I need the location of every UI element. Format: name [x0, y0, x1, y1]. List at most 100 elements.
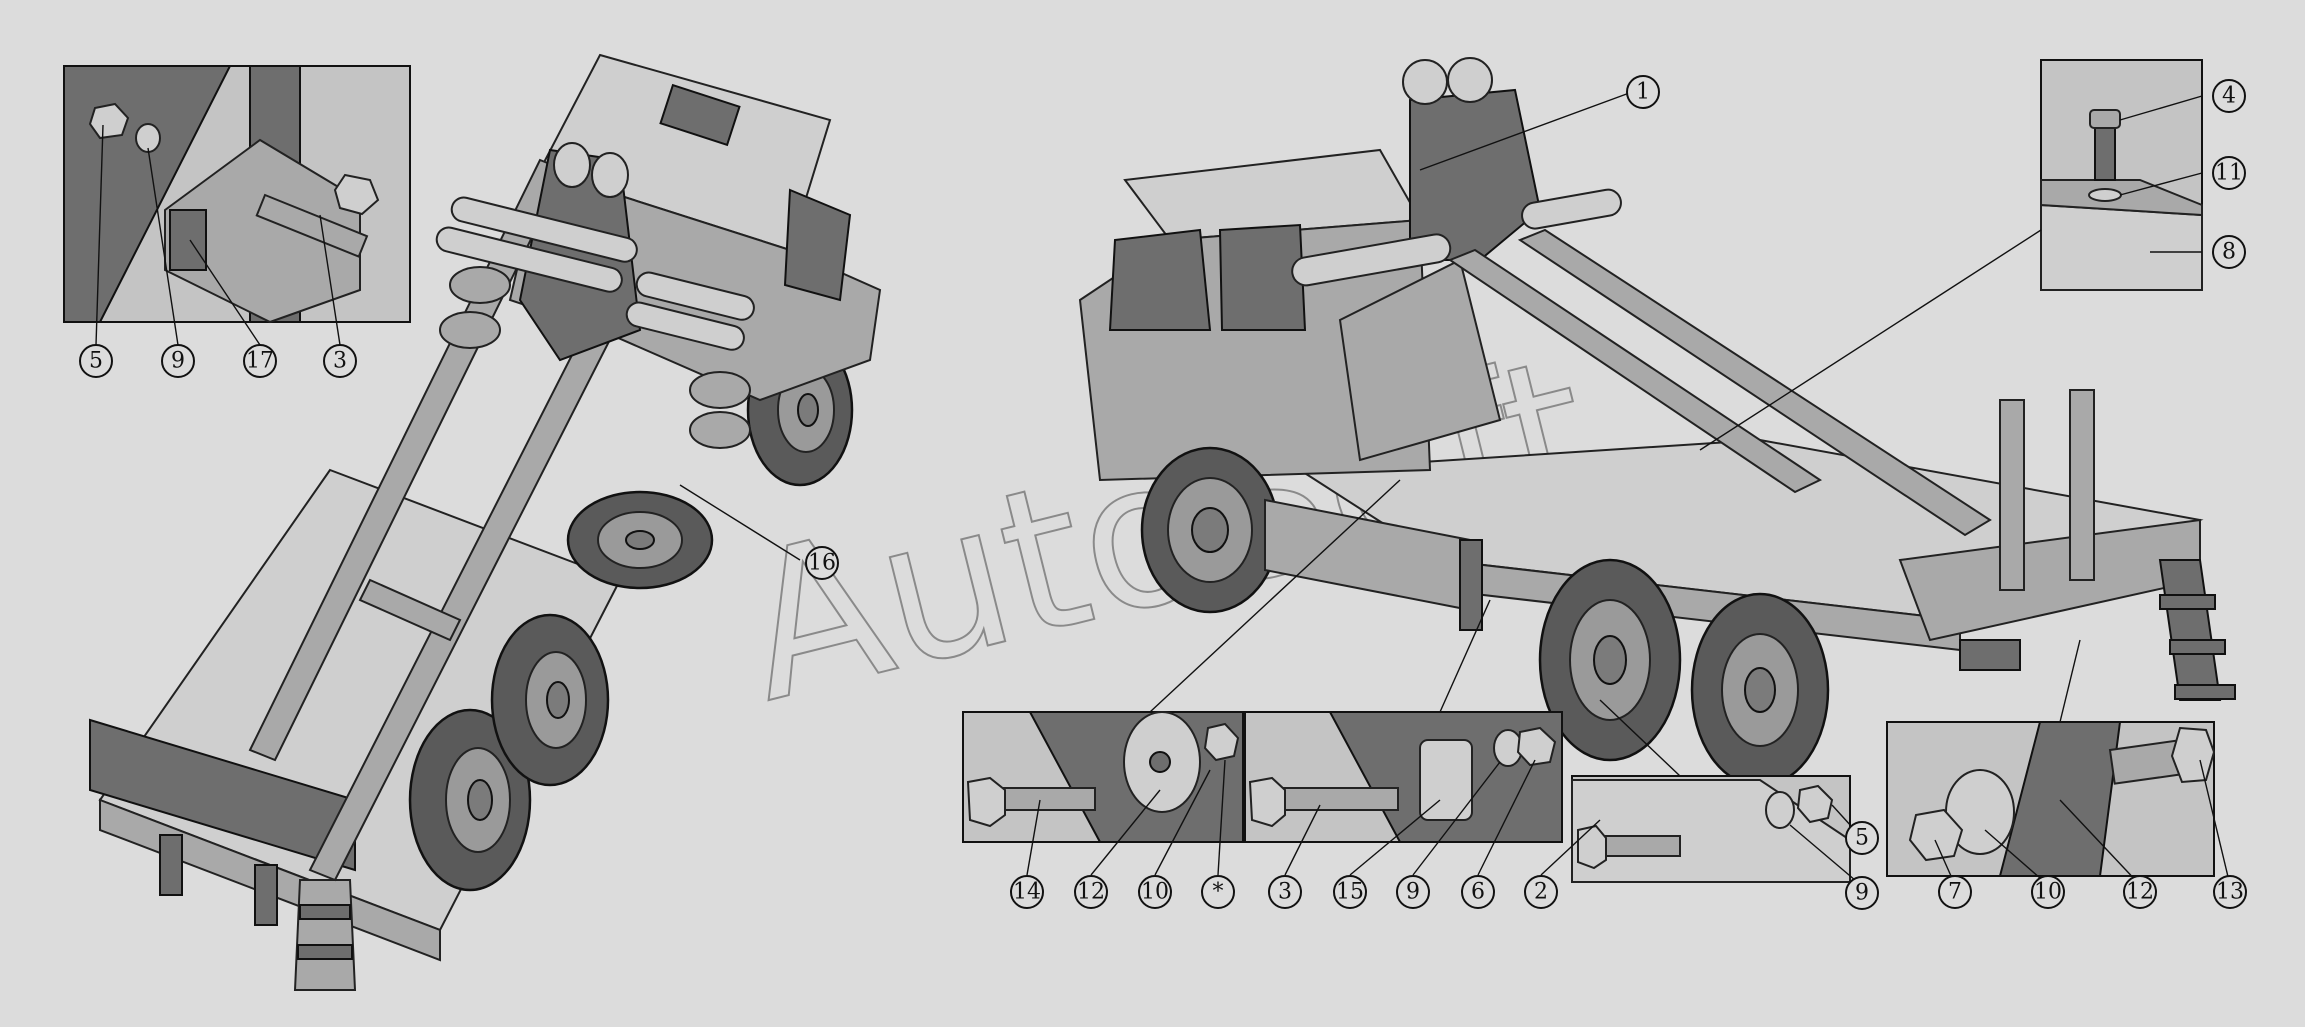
inset-b1-disc-hole: [1149, 751, 1171, 773]
svg-text:5: 5: [1855, 826, 1869, 851]
callout-8: 8: [2212, 235, 2246, 269]
leader-16: [679, 484, 801, 561]
callout-9a: 9: [161, 344, 195, 378]
left-truck-view: [89, 53, 882, 991]
leader-12a: [1090, 789, 1161, 876]
svg-text:7: 7: [1948, 880, 1962, 905]
svg-text:14: 14: [1013, 880, 1041, 905]
callout-12b: 12: [2123, 875, 2157, 909]
inset-tl-nut: [88, 102, 130, 140]
inset-tl-washer: [135, 123, 161, 153]
callout-2: 2: [1524, 875, 1558, 909]
callout-5a: 5: [79, 344, 113, 378]
right-ladder-step-1: [2159, 594, 2216, 610]
callout-10a: 10: [1138, 875, 1172, 909]
leader-17: [189, 239, 261, 346]
left-ladder-step-1: [299, 904, 351, 920]
svg-text:8: 8: [2222, 240, 2236, 265]
svg-text:2: 2: [1534, 880, 1548, 905]
leader-10a: [1154, 769, 1211, 876]
leader-11-main: [1699, 229, 2042, 451]
leader-9a: [147, 147, 179, 346]
right-rear-post: [1999, 399, 2025, 591]
callout-17: 17: [243, 344, 277, 378]
left-ladder-step-2: [297, 944, 353, 960]
right-cylinder-1: [1291, 233, 1452, 287]
left-cylinder-1: [450, 196, 638, 263]
inset-b2-nut: [1516, 726, 1557, 767]
leader-3a: [319, 214, 341, 346]
leader-star: [1217, 759, 1226, 876]
right-mast: [1409, 88, 1542, 261]
leader-inset1-main: [1149, 479, 1401, 713]
left-cab-window: [783, 188, 852, 302]
callout-9c: 9: [1845, 876, 1879, 910]
svg-text:4: 4: [2222, 84, 2236, 109]
inset-b3-washer: [1765, 791, 1795, 829]
right-mast-eye-2: [1447, 57, 1493, 103]
right-wheel-rear-1: [1538, 558, 1682, 762]
callout-10b: 10: [2031, 875, 2065, 909]
callout-9b: 9: [1396, 875, 1430, 909]
left-mast-eye-1: [553, 142, 591, 188]
leader-11: [2119, 172, 2203, 196]
left-cab-roof-hatch: [659, 83, 741, 147]
callout-star: *: [1201, 875, 1235, 909]
svg-text:16: 16: [808, 551, 836, 576]
left-spare-wheel: [566, 490, 714, 590]
left-cylinder-4: [625, 301, 745, 351]
inset-tl-tube: [169, 209, 207, 271]
inset-bottom-4: [1886, 721, 2216, 877]
callout-16: 16: [805, 546, 839, 580]
leader-3b: [1284, 804, 1321, 876]
svg-text:6: 6: [1471, 880, 1485, 905]
right-ladder-step-3: [2174, 684, 2236, 700]
svg-text:17: 17: [246, 349, 274, 374]
inset-b3-bolt-shank: [1599, 835, 1681, 857]
right-wheel-front: [1140, 446, 1280, 614]
leader-1: [1419, 91, 1633, 171]
inset-tl-bolt-head: [333, 173, 380, 216]
right-ladder-step-2: [2169, 639, 2226, 655]
inset-b1-nut: [1203, 722, 1240, 762]
left-outrigger-1: [159, 834, 183, 896]
left-plate-1: [449, 266, 511, 304]
callout-7: 7: [1938, 875, 1972, 909]
left-plate-2: [439, 311, 501, 349]
right-cab-window: [1108, 228, 1212, 331]
inset-top-right: [2040, 59, 2203, 291]
inset-b1-bolt-head: [966, 776, 1006, 828]
leader-inset3-main: [1599, 699, 1681, 777]
callout-3a: 3: [323, 344, 357, 378]
leader-13: [2199, 759, 2231, 886]
inset-b2-bracket: [1419, 739, 1473, 821]
left-cylinder-3: [635, 271, 755, 321]
inset-tr-plate-top: [2040, 179, 2203, 217]
svg-text:3: 3: [333, 349, 347, 374]
left-wheel-rear-1: [408, 708, 532, 892]
svg-text:*: *: [1213, 880, 1224, 905]
inset-tr-bolt-head: [2089, 109, 2121, 129]
leader-15: [1349, 799, 1441, 876]
inset-b2-bolt-shank: [1277, 787, 1399, 811]
inset-top-left: [63, 65, 411, 324]
inset-b3-nut: [1796, 784, 1834, 824]
callout-13: 13: [2213, 875, 2247, 909]
svg-text:5: 5: [89, 349, 103, 374]
inset-bottom-2: [1244, 711, 1563, 843]
inset-b4-nut: [1908, 808, 1964, 862]
callout-5b: 5: [1845, 821, 1879, 855]
left-boom-crossbar: [358, 578, 462, 642]
leader-12b: [2059, 799, 2141, 886]
svg-text:10: 10: [2034, 880, 2062, 905]
right-rear-post-2: [2069, 389, 2095, 581]
leader-9b: [1412, 761, 1501, 876]
svg-text:9: 9: [1855, 881, 1869, 906]
right-rear-spring: [1959, 639, 2021, 671]
right-truck-view: [1078, 57, 2236, 788]
inset-b4-bolt-head: [2170, 726, 2216, 784]
svg-text:10: 10: [1141, 880, 1169, 905]
inset-b3-bolt-head: [1577, 824, 1607, 870]
leader-10b: [1984, 829, 2049, 886]
